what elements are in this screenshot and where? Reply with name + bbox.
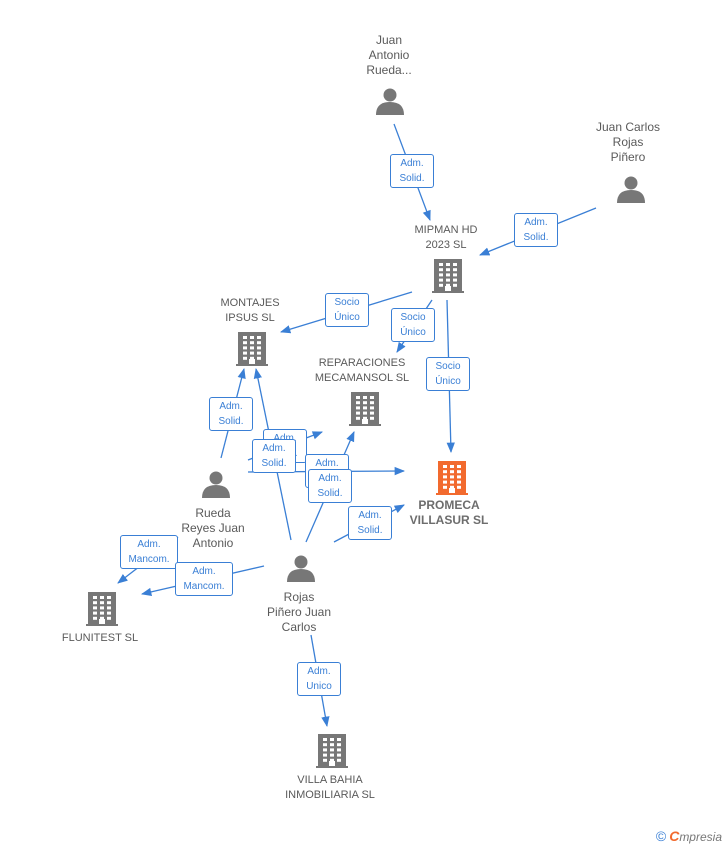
company-name-montajes[interactable]: MONTAJES IPSUS SL xyxy=(220,297,280,324)
person-name-rueda[interactable]: Rueda Reyes Juan Antonio xyxy=(181,505,245,550)
person-icon xyxy=(202,471,230,498)
edge-label-rojas-villabahia: Adm. Unico xyxy=(297,662,341,696)
person-icon xyxy=(287,555,315,582)
building-icon xyxy=(436,461,468,495)
edge-label-rueda-montajes: Adm. Solid. xyxy=(209,397,253,431)
person-name-juan-antonio[interactable]: Juan Antonio Rueda... xyxy=(366,32,412,77)
brand-watermark: ©Cmpresia xyxy=(656,828,722,844)
company-name-mipman[interactable]: MIPMAN HD 2023 SL xyxy=(414,224,478,251)
company-name-promeca[interactable]: PROMECA VILLASUR SL xyxy=(409,498,489,527)
edge-label-juan-carlos-mipman: Adm. Solid. xyxy=(514,213,558,247)
brand-name-text: mpresia xyxy=(679,830,722,844)
edge-label-rojas-montajes: Adm. Solid. xyxy=(252,439,296,473)
building-icon xyxy=(236,332,268,366)
building-icon xyxy=(349,392,381,426)
edge-label-mipman-promeca: Socio Único xyxy=(426,357,470,391)
person-icon xyxy=(376,88,404,115)
company-name-flunitest[interactable]: FLUNITEST SL xyxy=(61,631,139,644)
company-name-reparaciones[interactable]: REPARACIONES MECAMANSOL SL xyxy=(314,357,410,384)
copyright-icon: © xyxy=(655,828,667,844)
building-icon xyxy=(316,734,348,768)
person-name-rojas[interactable]: Rojas Piñero Juan Carlos xyxy=(266,589,332,634)
person-name-juan-carlos[interactable]: Juan Carlos Rojas Piñero xyxy=(595,119,661,164)
person-icon xyxy=(617,176,645,203)
edge-label-rojas-flunitest: Adm. Mancom. xyxy=(175,562,233,596)
edge-label-rueda-flunitest: Adm. Mancom. xyxy=(120,535,178,569)
edge-label-rojas-promeca: Adm. Solid. xyxy=(348,506,392,540)
brand-name: Cmpresia xyxy=(669,828,722,844)
brand-initial: C xyxy=(669,828,680,844)
company-name-villabahia[interactable]: VILLA BAHIA INMOBILIARIA SL xyxy=(285,774,375,801)
edge-label-juan-antonio-mipman: Adm. Solid. xyxy=(390,154,434,188)
edge-label-rojas-reparaciones: Adm. Solid. xyxy=(308,469,352,503)
building-icon xyxy=(86,592,118,626)
edge-label-mipman-montajes: Socio Único xyxy=(325,293,369,327)
edge-label-mipman-reparaciones: Socio Único xyxy=(391,308,435,342)
building-icon xyxy=(432,259,464,293)
